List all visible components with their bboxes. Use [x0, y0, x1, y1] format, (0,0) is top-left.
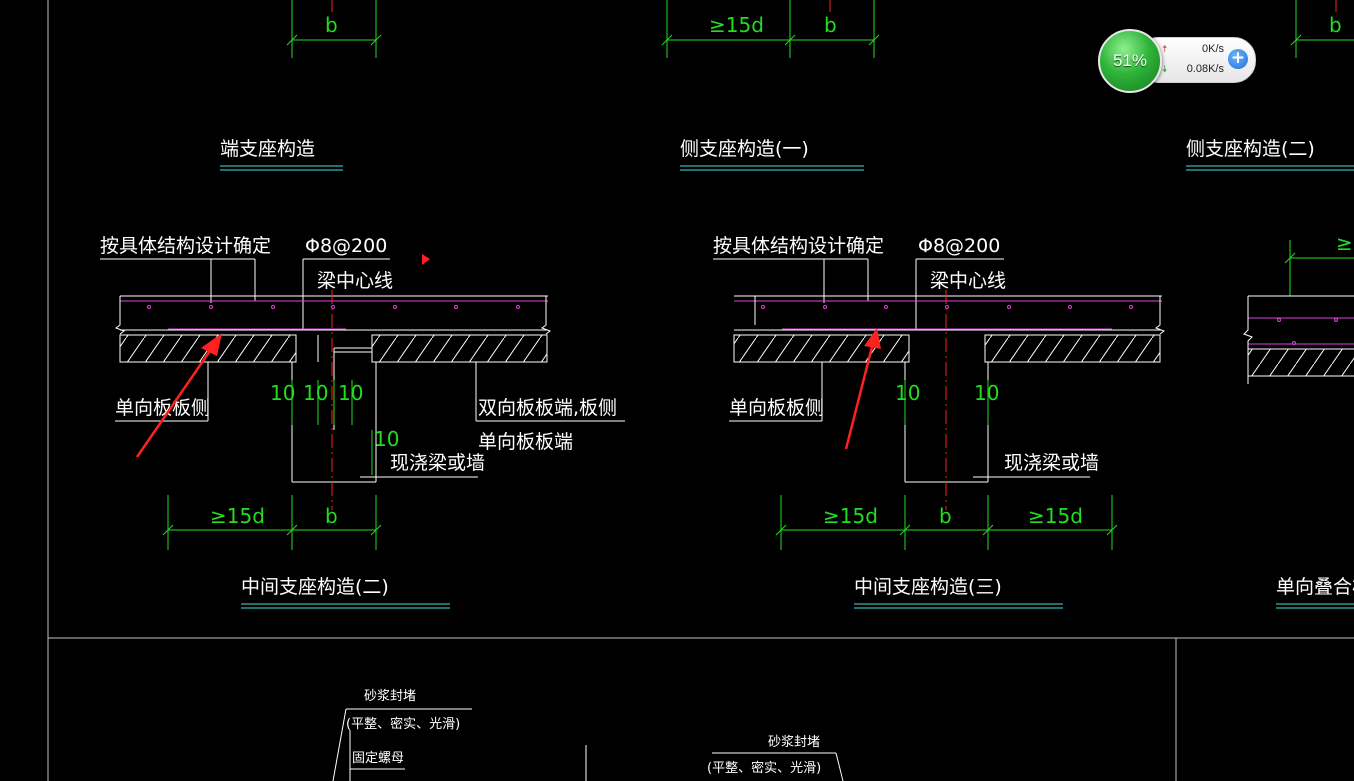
- right-note-design: 按具体结构设计确定: [713, 235, 884, 257]
- left-dim-b: b: [325, 504, 338, 528]
- title-middle-support-3: 中间支座构造(三): [854, 576, 1002, 598]
- title-side-support-2: 侧支座构造(二): [1186, 138, 1315, 160]
- top-dim-b-right: b: [1329, 13, 1342, 37]
- left-rebar-label: Φ8@200: [305, 235, 387, 257]
- bottom-detail-2: 砂浆封堵 (平整、密实、光滑): [707, 735, 844, 781]
- detail-far-right-partial: ≥1: [1243, 231, 1354, 384]
- right-cast-beam-wall: 现浇梁或墙: [1004, 452, 1099, 474]
- bottom-mortar-seal-1: 砂浆封堵: [364, 689, 416, 704]
- download-speed-row: 🠇 0.08K/s: [1162, 62, 1224, 78]
- bottom-mortar-seal-2: 砂浆封堵: [768, 735, 820, 750]
- bottom-fixed-nut: 固定螺母: [352, 751, 404, 766]
- right-dim-15d-right: ≥15d: [1028, 504, 1083, 528]
- left-dim-10b: 10: [303, 381, 328, 405]
- network-speed-widget[interactable]: 51% 🠅 0K/s 🠇 0.08K/s +: [1098, 29, 1258, 93]
- title-end-support: 端支座构造: [220, 138, 315, 160]
- left-cast-beam-wall: 现浇梁或墙: [390, 452, 485, 474]
- top-dim-15d-mid: ≥15d: [709, 13, 764, 37]
- title-side-support-1: 侧支座构造(一): [680, 138, 809, 160]
- memory-usage-percent: 51%: [1112, 51, 1148, 70]
- left-dim-10a: 10: [270, 381, 295, 405]
- arrow-up-icon: 🠅: [1162, 44, 1168, 55]
- title-middle-support-2: 中间支座构造(二): [241, 576, 389, 598]
- right-dim-10a: 10: [895, 381, 920, 405]
- plus-icon[interactable]: +: [1228, 49, 1248, 69]
- top-dim-b-left: b: [325, 13, 338, 37]
- left-dim-15d: ≥15d: [210, 504, 265, 528]
- download-speed-value: 0.08K/s: [1186, 63, 1224, 75]
- left-one-way-side: 单向板板侧: [115, 397, 210, 419]
- left-beam-center-label: 梁中心线: [317, 270, 393, 292]
- right-rebar-label: Φ8@200: [918, 235, 1000, 257]
- left-note-design: 按具体结构设计确定: [100, 235, 271, 257]
- top-dim-middle: [661, 0, 880, 58]
- bottom-detail-1: 砂浆封堵 (平整、密实、光滑) 固定螺母: [332, 689, 587, 781]
- red-arrow-left: [135, 333, 222, 458]
- right-one-way-side: 单向板板侧: [729, 397, 824, 419]
- right-dim-b: b: [939, 504, 952, 528]
- left-dim-10c: 10: [338, 381, 363, 405]
- upload-speed-row: 🠅 0K/s: [1162, 42, 1224, 58]
- upload-speed-value: 0K/s: [1201, 43, 1224, 55]
- red-arrow-right: [844, 328, 881, 450]
- bottom-mortar-detail-1: (平整、密实、光滑): [346, 716, 460, 732]
- svg-text:≥1: ≥1: [1336, 231, 1354, 255]
- left-dim-10d: 10: [374, 427, 399, 451]
- right-beam-center-label: 梁中心线: [930, 270, 1006, 292]
- detail-right: 按具体结构设计确定 Φ8@200 梁中心线 单向板板侧 现浇梁或墙 10: [713, 235, 1166, 550]
- top-dim-left: [286, 0, 382, 58]
- detail-left: 按具体结构设计确定 Φ8@200 梁中心线 单: [100, 235, 625, 550]
- right-dim-15d-left: ≥15d: [823, 504, 878, 528]
- right-dim-10b: 10: [974, 381, 999, 405]
- top-dim-b-mid: b: [824, 13, 837, 37]
- memory-usage-ball[interactable]: 51%: [1098, 29, 1162, 93]
- top-dim-right: [1290, 0, 1354, 58]
- title-one-way-composite: 单向叠合板连: [1276, 576, 1354, 598]
- arrow-down-icon: 🠇: [1162, 64, 1168, 75]
- left-one-way-end: 单向板板端: [478, 431, 573, 453]
- left-two-way-end: 双向板板端,板侧: [478, 397, 617, 419]
- bottom-mortar-detail-2: (平整、密实、光滑): [707, 760, 821, 776]
